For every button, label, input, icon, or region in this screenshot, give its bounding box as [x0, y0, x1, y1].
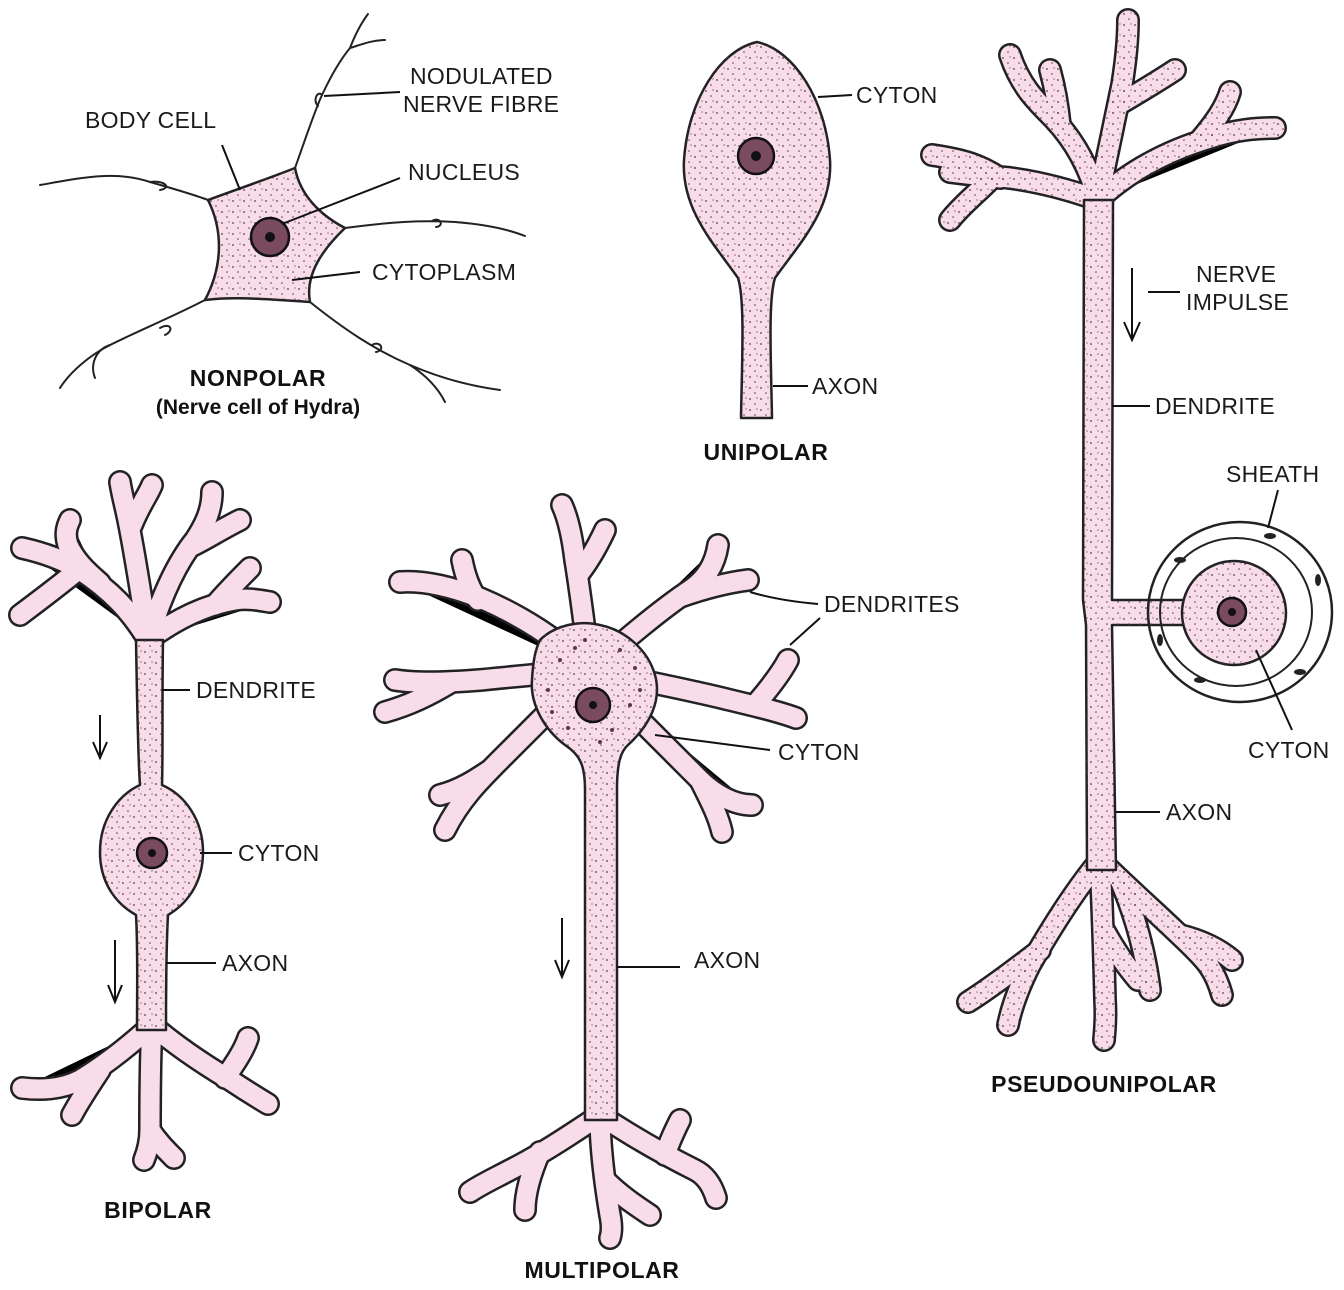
- label-multipolar-axon: AXON: [694, 947, 760, 973]
- label-nodulated: NODULATED: [410, 63, 553, 89]
- pseudounipolar-neuron: NERVE IMPULSE DENDRITE SHEATH CYTON AXON…: [932, 20, 1332, 1097]
- label-bipolar-dendrite: DENDRITE: [196, 677, 316, 703]
- label-unipolar-axon: AXON: [812, 373, 878, 399]
- multipolar-neuron: DENDRITES CYTON AXON MULTIPOLAR: [385, 505, 960, 1283]
- label-pseudo-axon: AXON: [1166, 799, 1232, 825]
- title-unipolar: UNIPOLAR: [704, 439, 829, 465]
- label-nerve-fibre: NERVE FIBRE: [403, 91, 559, 117]
- multipolar-arrow: [555, 918, 569, 977]
- label-bipolar-cyton: CYTON: [238, 840, 320, 866]
- label-sheath: SHEATH: [1226, 461, 1319, 487]
- label-pseudo-cyton: CYTON: [1248, 737, 1330, 763]
- label-impulse: IMPULSE: [1186, 289, 1289, 315]
- title-nonpolar: NONPOLAR: [190, 365, 326, 391]
- label-unipolar-cyton: CYTON: [856, 82, 938, 108]
- label-nerve: NERVE: [1196, 261, 1276, 287]
- bipolar-neuron: DENDRITE CYTON AXON BIPOLAR: [20, 482, 320, 1223]
- label-bipolar-axon: AXON: [222, 950, 288, 976]
- title-multipolar: MULTIPOLAR: [524, 1257, 679, 1283]
- label-body-cell: BODY CELL: [85, 107, 216, 133]
- label-pseudo-dendrite: DENDRITE: [1155, 393, 1275, 419]
- label-multipolar-cyton: CYTON: [778, 739, 860, 765]
- nonpolar-neuron: BODY CELL NODULATED NERVE FIBRE NUCLEUS …: [40, 14, 559, 419]
- label-nucleus: NUCLEUS: [408, 159, 520, 185]
- subtitle-nonpolar: (Nerve cell of Hydra): [156, 396, 360, 419]
- pseudounipolar-impulse-arrow: [1124, 268, 1140, 340]
- title-bipolar: BIPOLAR: [104, 1197, 212, 1223]
- label-multipolar-dendrites: DENDRITES: [824, 591, 960, 617]
- label-cytoplasm: CYTOPLASM: [372, 259, 516, 285]
- unipolar-neuron: CYTON AXON UNIPOLAR: [684, 42, 938, 465]
- title-pseudounipolar: PSEUDOUNIPOLAR: [991, 1071, 1217, 1097]
